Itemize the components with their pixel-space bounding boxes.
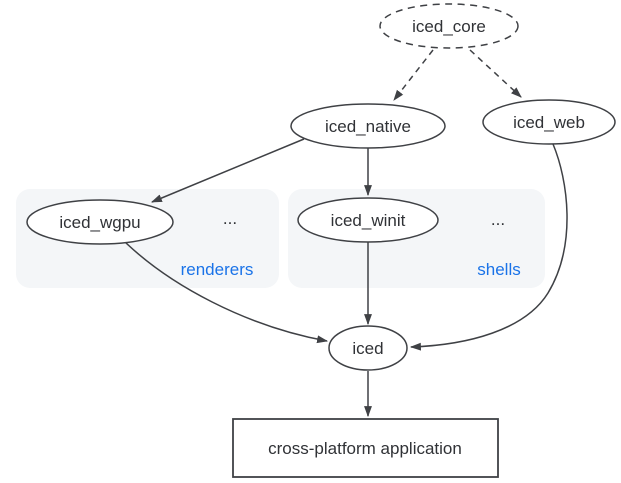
node-iced-winit-label: iced_winit [331,211,406,230]
edge-iced-web-to-iced [409,143,568,351]
node-iced-core-label: iced_core [412,17,486,36]
edge-iced-core-to-iced-native [393,49,434,101]
cluster-renderers-ellipsis: ... [223,209,237,228]
node-application-label: cross-platform application [268,439,462,458]
node-iced [328,325,408,371]
node-iced-wgpu [26,199,174,245]
cluster-renderers-label: renderers [181,260,254,279]
node-iced-label: iced [352,339,383,358]
node-iced-wgpu-label: iced_wgpu [59,213,140,232]
edge-iced-wgpu-to-iced [124,241,329,344]
cluster-shells-ellipsis: ... [491,210,505,229]
node-iced-winit [297,197,439,243]
cluster-shells-label: shells [477,260,520,279]
node-iced-web [482,99,616,145]
node-iced-native [290,103,446,149]
node-iced-native-label: iced_native [325,117,411,136]
node-iced-core [379,3,519,49]
node-application [232,418,499,478]
edge-iced-native-to-iced-wgpu [150,138,305,203]
edge-iced-core-to-iced-web [469,49,522,98]
node-iced-web-label: iced_web [513,113,585,132]
